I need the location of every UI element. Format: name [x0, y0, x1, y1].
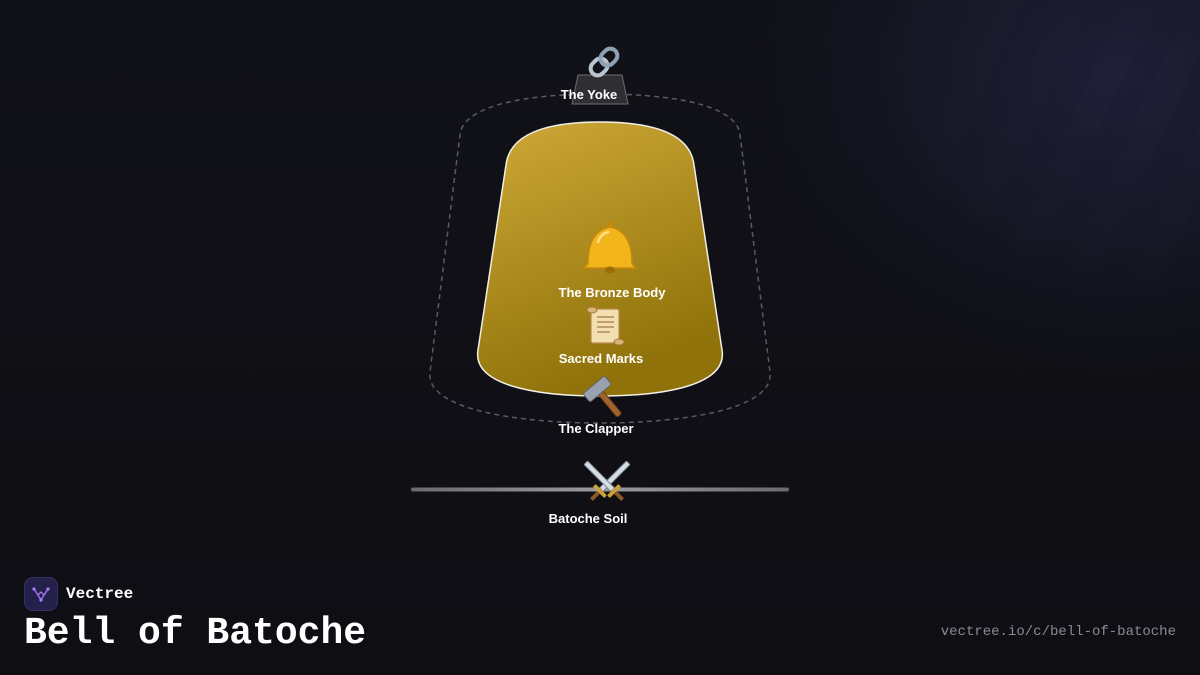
crossed-swords-icon — [583, 460, 631, 501]
link-icon — [588, 46, 620, 78]
page-title: Bell of Batoche — [24, 612, 367, 655]
node-label-sacred-marks: Sacred Marks — [559, 351, 644, 366]
node-label-clapper: The Clapper — [558, 421, 633, 436]
node-label-yoke: The Yoke — [561, 87, 618, 102]
brand-name: Vectree — [66, 585, 134, 603]
node-bronze-body: The Bronze Body — [559, 222, 667, 300]
vectree-logo-icon — [24, 577, 58, 611]
node-sacred-marks: Sacred Marks — [559, 306, 644, 366]
hammer-icon — [583, 376, 622, 417]
brand[interactable]: Vectree — [24, 577, 133, 611]
node-batoche-soil: Batoche Soil — [549, 460, 631, 526]
bell-outer-outline — [429, 93, 771, 424]
scroll-icon — [586, 306, 625, 346]
node-label-bronze-body: The Bronze Body — [559, 285, 667, 300]
yoke-plate — [571, 74, 629, 105]
node-label-batoche-soil: Batoche Soil — [549, 511, 628, 526]
node-clapper: The Clapper — [558, 376, 634, 436]
page-url[interactable]: vectree.io/c/bell-of-batoche — [940, 624, 1176, 640]
bell-icon — [582, 222, 638, 274]
node-yoke: The Yoke — [561, 46, 620, 102]
